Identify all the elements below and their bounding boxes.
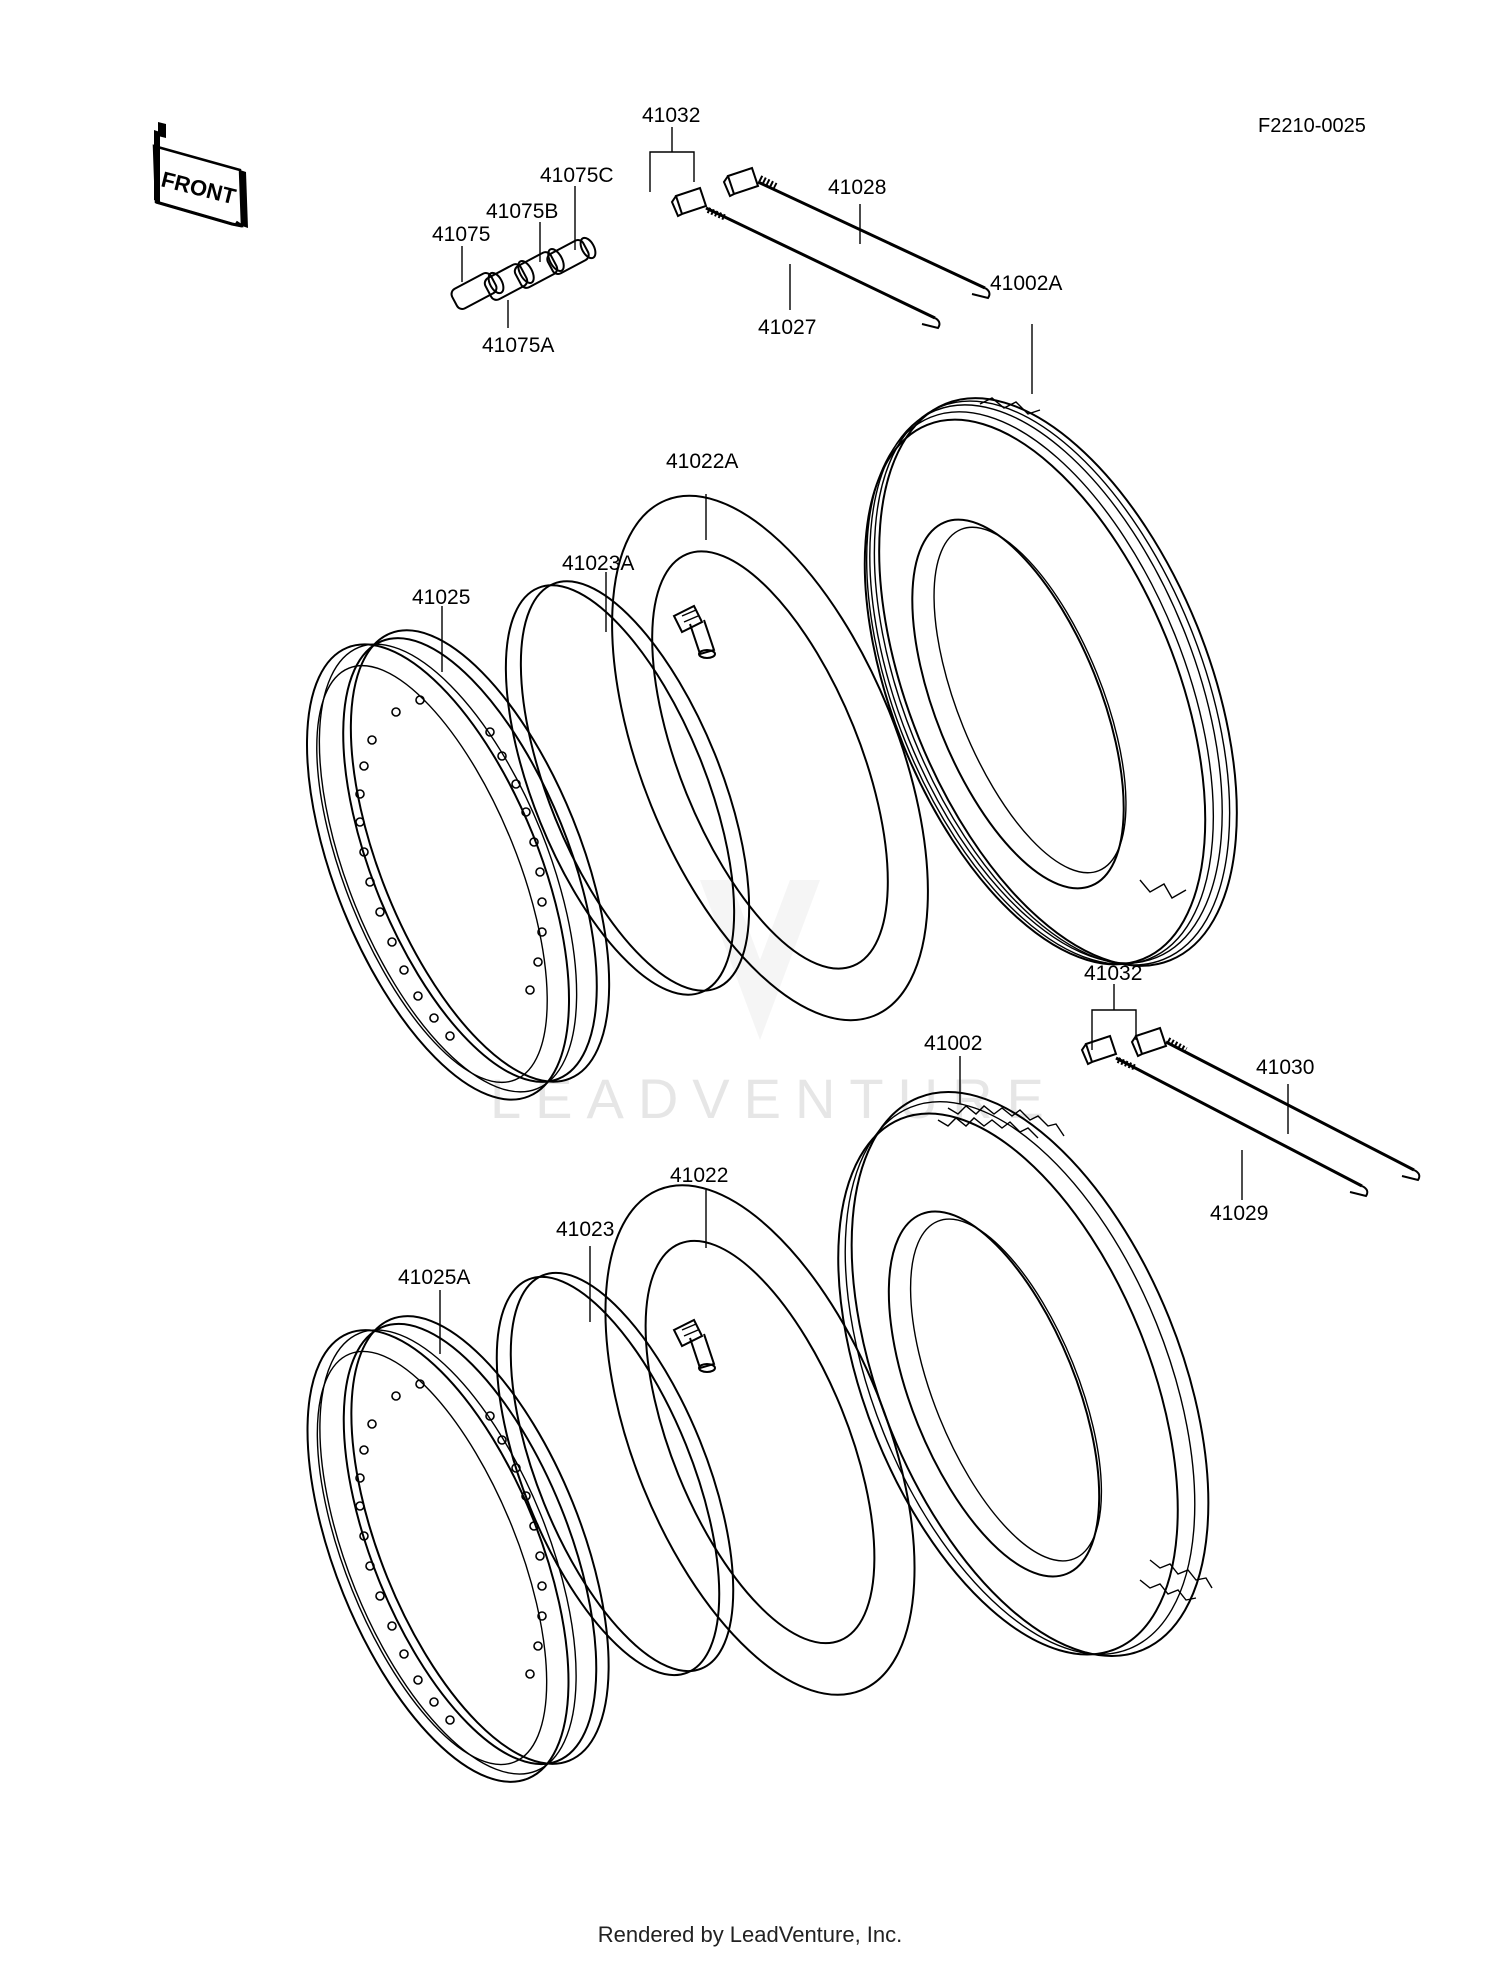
spoke-nipple-2: [722, 166, 760, 198]
spoke-41029: [1115, 1056, 1369, 1198]
label-41032-top: 41032: [642, 104, 700, 127]
label-41025A: 41025A: [398, 1266, 470, 1289]
valve-stem-bottom: [672, 1318, 716, 1373]
label-41027: 41027: [758, 316, 816, 339]
tube-41022A: [611, 494, 929, 1022]
valve-stem-top: [672, 604, 716, 659]
spoke-nipple-4: [1130, 1026, 1168, 1058]
label-41022: 41022: [670, 1164, 728, 1187]
rim-band-41023: [495, 1246, 735, 1677]
front-direction-flag: FRONT: [152, 122, 248, 228]
bracket-41032-right: [1091, 1009, 1137, 1050]
label-41025: 41025: [412, 586, 470, 609]
label-41023: 41023: [556, 1218, 614, 1241]
label-41075A: 41075A: [482, 334, 554, 357]
label-41022A: 41022A: [666, 450, 738, 473]
label-41002A: 41002A: [990, 272, 1062, 295]
footer-credit: Rendered by LeadVenture, Inc.: [597, 1922, 903, 1947]
spoke-41028: [757, 175, 991, 300]
tread-pattern-top: [979, 397, 1041, 415]
diagram-code: F2210-0025: [1258, 115, 1366, 137]
watermark-text: LEADVENTURE: [490, 1067, 1058, 1130]
tube-41022: [604, 1184, 916, 1696]
label-41032-right: 41032: [1084, 962, 1142, 985]
rim-41025: [305, 606, 611, 1101]
label-41002: 41002: [924, 1032, 982, 1055]
rim-41025A: [306, 1290, 610, 1783]
spoke-holes-bottom: [355, 1379, 547, 1725]
spoke-holes-top: [355, 695, 547, 1041]
spoke-41027: [705, 206, 941, 330]
valve-cap-41075: [450, 271, 505, 310]
valve-cap-41075C: [546, 236, 597, 275]
watermark-logo: [700, 880, 820, 1040]
valve-cap-41075B: [513, 248, 565, 289]
spoke-set-right: [1080, 984, 1421, 1200]
valve-caps-group: [450, 186, 597, 328]
tread-pattern-bottom: [1139, 879, 1187, 899]
spoke-41030: [1165, 1037, 1421, 1182]
spoke-set-top: [649, 127, 991, 330]
label-41075: 41075: [432, 223, 490, 246]
label-41075C: 41075C: [540, 164, 614, 187]
rim-band-41023A: [504, 572, 751, 996]
tire-41002A: [863, 324, 1238, 967]
label-41029: 41029: [1210, 1202, 1268, 1225]
valve-cap-41075A: [483, 260, 535, 301]
spoke-nipple-1: [670, 186, 708, 218]
bracket-41032-top: [649, 151, 695, 192]
tread-blocks-bottom: [937, 1105, 1213, 1601]
spoke-nipple-3: [1080, 1034, 1118, 1066]
label-41075B: 41075B: [486, 200, 558, 223]
label-41028: 41028: [828, 176, 886, 199]
label-41030: 41030: [1256, 1056, 1314, 1079]
label-41023A: 41023A: [562, 552, 634, 575]
tire-41002: [837, 1056, 1213, 1657]
